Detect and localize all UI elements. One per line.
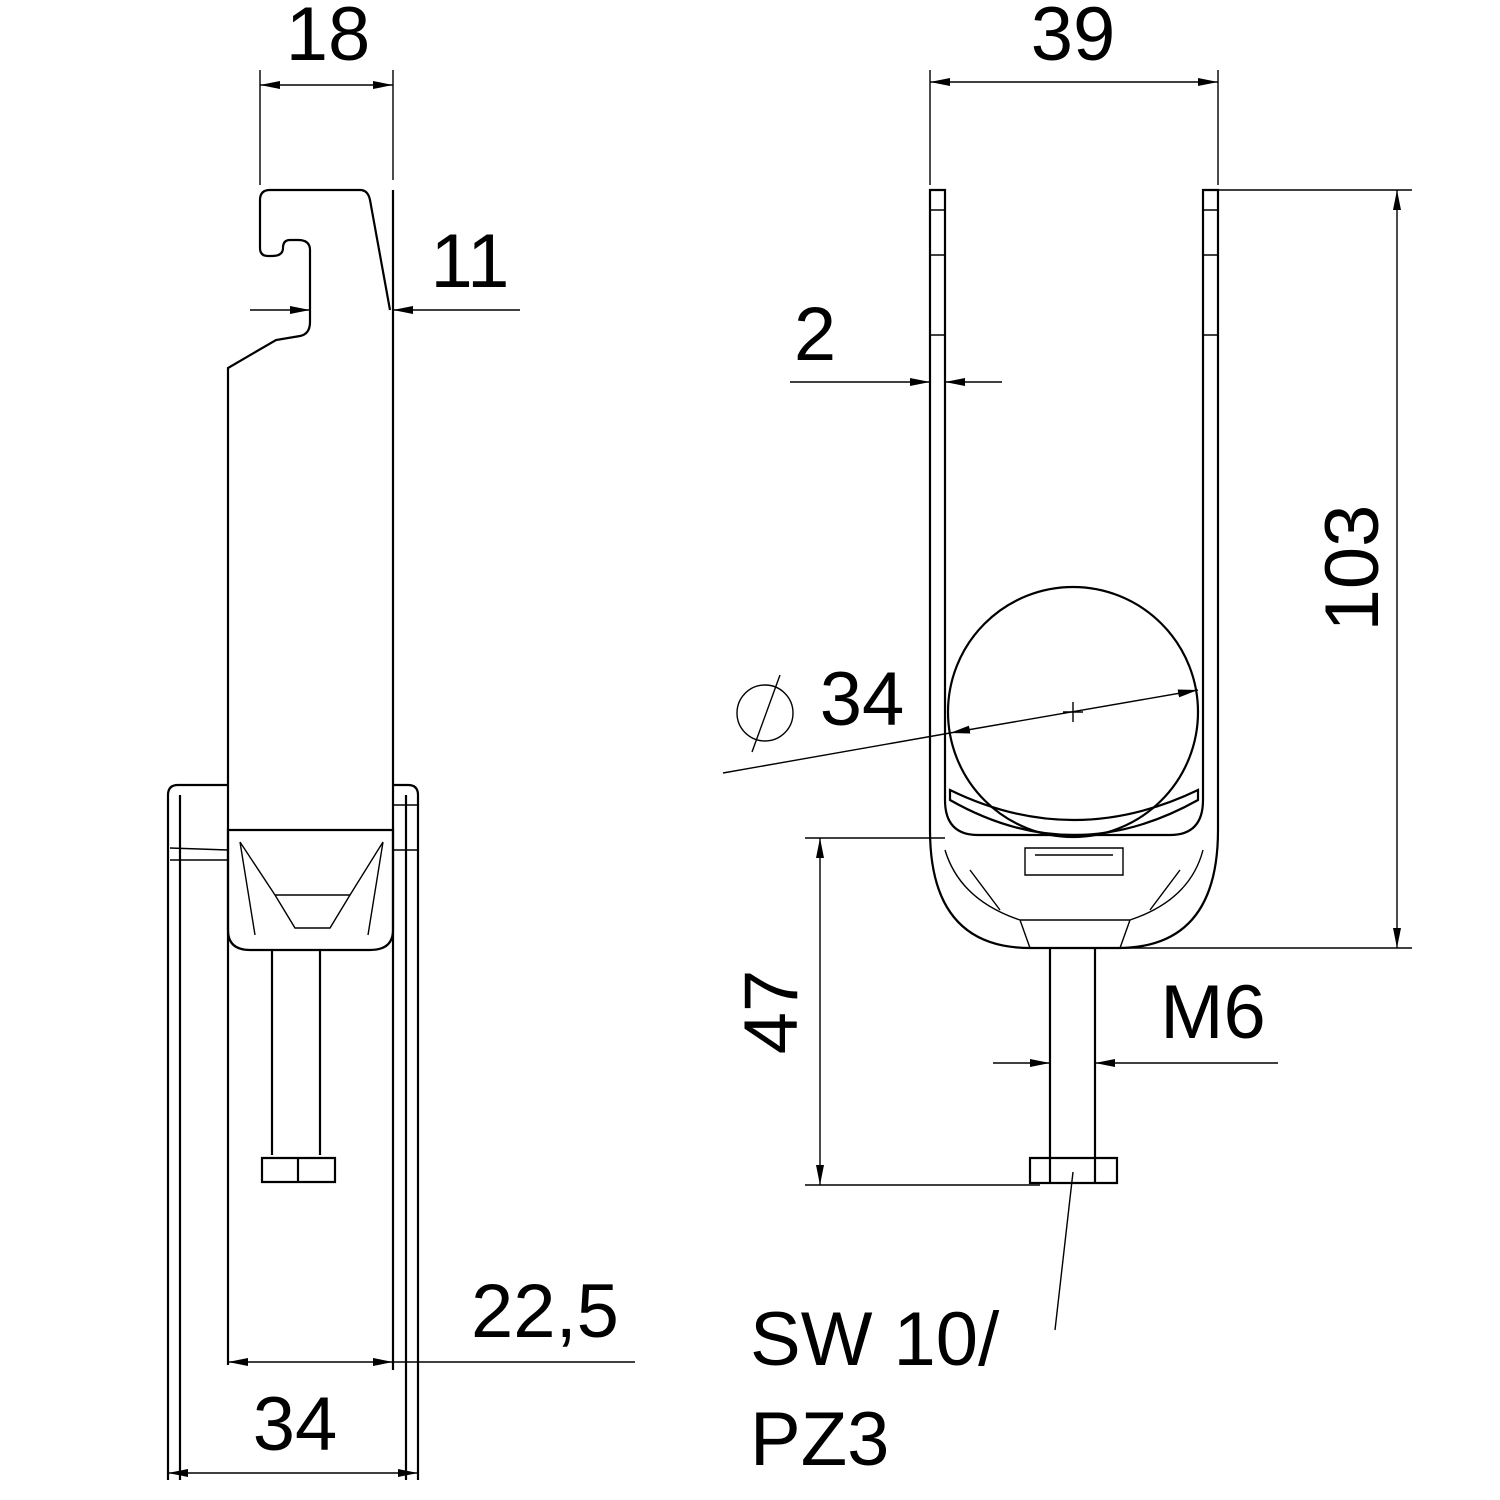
hook-profile — [226, 188, 395, 1370]
dim-m6-label: M6 — [1160, 970, 1266, 1055]
dim-47-label: 47 — [729, 970, 814, 1055]
dim-34-label: 34 — [253, 1382, 338, 1467]
dim-18-label: 18 — [286, 0, 371, 77]
side-view: 18 11 22,5 34 — [166, 0, 635, 1480]
screw-front — [1028, 948, 1119, 1185]
clamp-body — [166, 783, 420, 1480]
screw — [260, 950, 337, 1184]
dim-39-label: 39 — [1031, 0, 1116, 77]
front-view: 39 2 34 103 47 M6 SW 10/ PZ3 — [722, 0, 1412, 1482]
u-bracket — [928, 188, 1220, 950]
dim-2-label: 2 — [794, 292, 836, 377]
tool-label-line2: PZ3 — [750, 1397, 889, 1482]
tool-label-line1: SW 10/ — [750, 1297, 1000, 1382]
dim-11-label: 11 — [431, 219, 510, 304]
dim-diameter-label: 34 — [820, 657, 905, 742]
wedge-block — [226, 828, 395, 952]
diameter-symbol-icon — [736, 684, 794, 742]
dim-103-label: 103 — [1310, 505, 1395, 632]
pipe-circle — [946, 585, 1200, 839]
dim-22-5-label: 22,5 — [471, 1269, 619, 1354]
saddle — [948, 788, 1200, 836]
